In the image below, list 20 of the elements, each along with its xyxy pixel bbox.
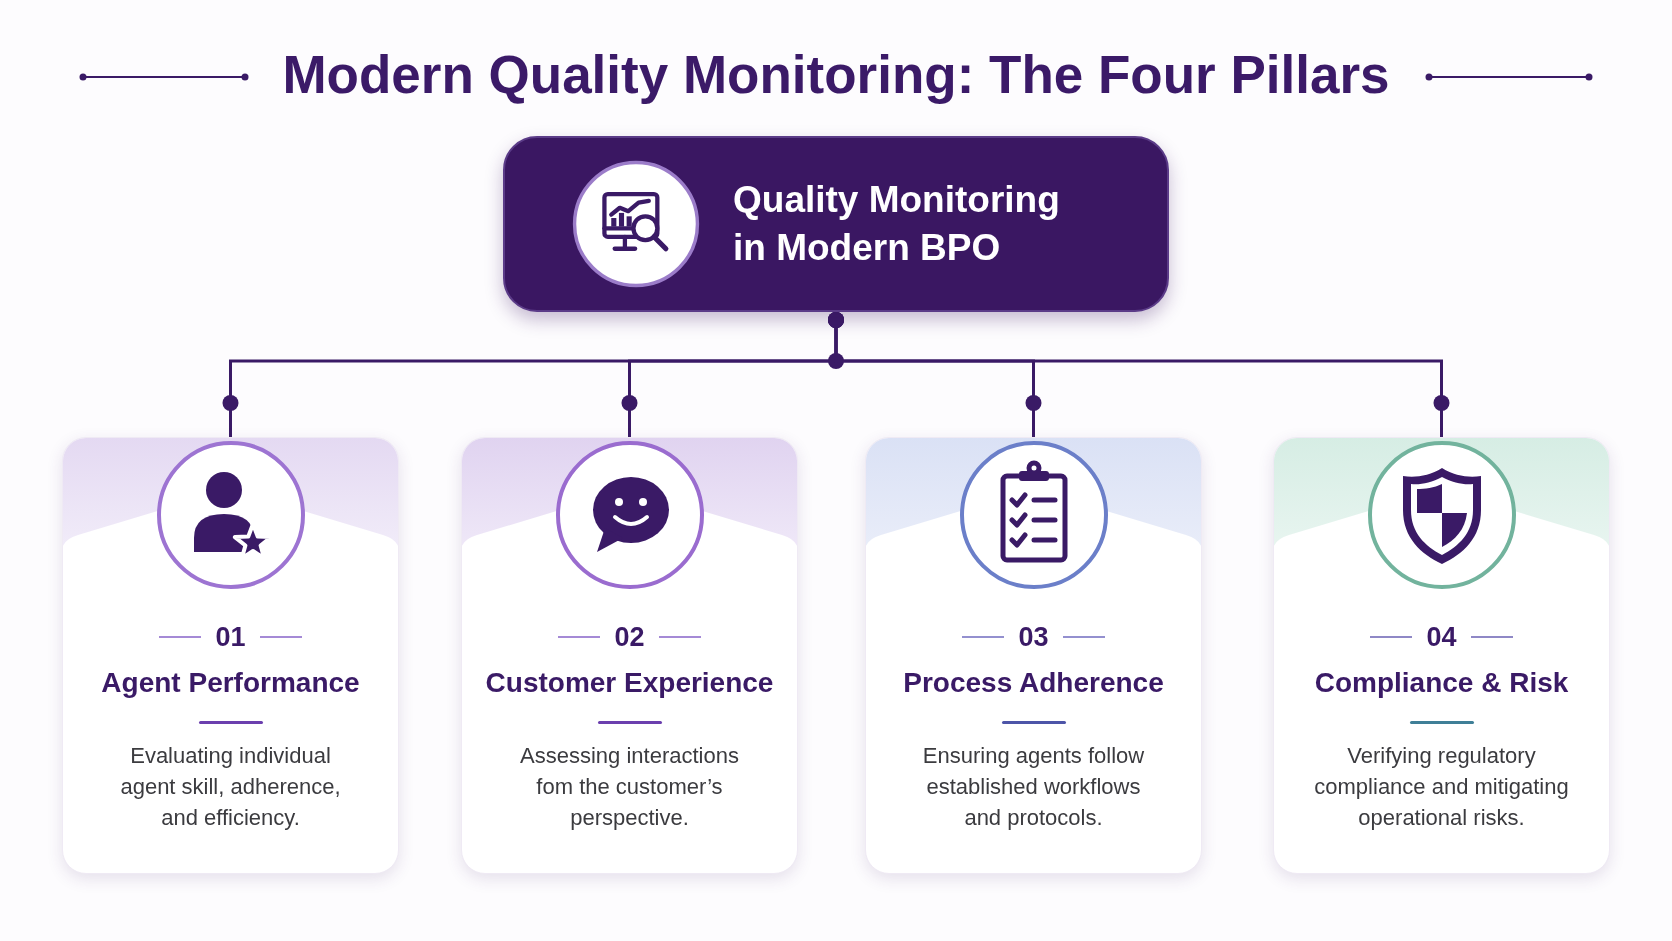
pillar-description: Evaluating individual agent skill, adherence, and efficiency. [119,742,342,832]
connector-line [828,312,1443,437]
pillar-description: Assessing interactions fom the customer’s perspective. [519,742,740,832]
pillar-title: Agent Performance [101,666,360,700]
pillar-number: 02 [614,621,645,654]
pillar-card [865,437,1202,874]
pillar-title: Customer Experience [485,666,774,700]
pillar-title: Compliance & Risk [1314,666,1569,700]
pillar-number: 03 [1018,621,1049,654]
pillar-description: Ensuring agents follow established workflows and protocols. [921,742,1146,832]
hub-box [503,136,1169,312]
pillar-title: Process Adherence [903,666,1164,700]
pillar-card [1273,437,1610,874]
diagram-title: Modern Quality Monitoring: The Four Pillars [282,44,1390,106]
pillar-card [461,437,798,874]
pillar-number: 01 [215,621,246,654]
pillar-description: Verifying regulatory compliance and mitigating operational risks. [1313,742,1570,832]
hub-title: Quality Monitoring in Modern BPO [733,178,1061,270]
pillar-card [62,437,399,874]
pillar-number: 04 [1426,621,1457,654]
